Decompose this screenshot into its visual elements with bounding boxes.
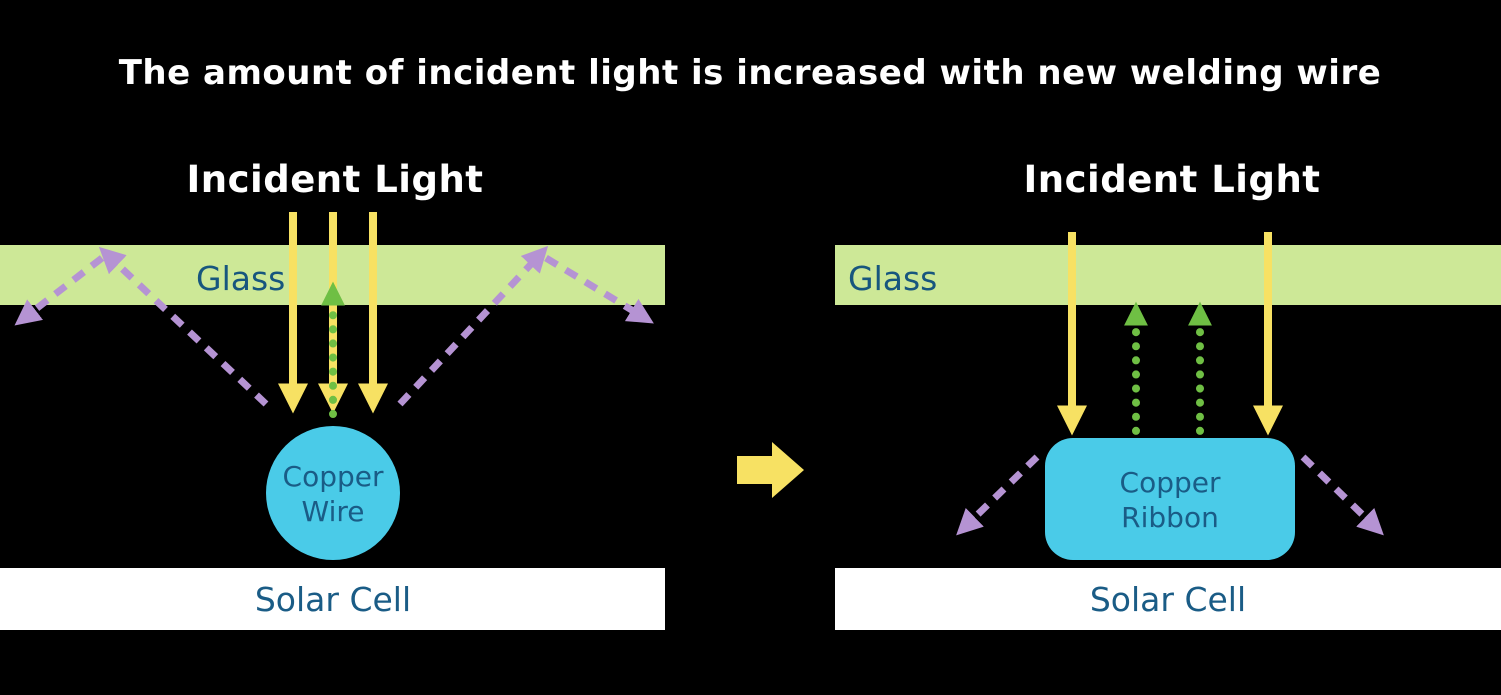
copper-ribbon-shape [1045,438,1295,560]
copper-wire-label-line1: Copper [283,460,384,493]
glass-label-left: Glass [196,259,285,298]
solar-cell-label-left: Solar Cell [255,580,411,619]
glass-label-right: Glass [848,259,937,298]
left-panel: Incident Light Glass Copper Wire Solar C… [0,158,665,630]
reflected-ray-right-up-icon [397,245,549,407]
reflected-ray-right-out-icon [544,255,654,324]
scattered-ray-right-icon [1300,454,1384,536]
glass-bar-right [835,245,1501,305]
copper-wire-label-line2: Wire [302,495,365,528]
incident-light-label-right: Incident Light [1024,158,1321,201]
scattered-ray-left-icon [956,454,1040,536]
incident-light-label-left: Incident Light [187,158,484,201]
copper-ribbon-label-line2: Ribbon [1121,501,1219,534]
copper-ribbon-label-line1: Copper [1120,466,1221,499]
solar-cell-bar-right [835,568,1501,630]
reflected-ray-left-out-icon [14,255,105,326]
solar-cell-label-right: Solar Cell [1090,580,1246,619]
solar-cell-bar-left [0,568,665,630]
page-title: The amount of incident light is increase… [119,53,1382,93]
transition-arrow-icon [737,442,804,498]
reflected-ray-left-up-icon [98,246,269,407]
copper-wire-shape [266,426,400,560]
right-panel: Incident Light Glass Copper Ribbon Solar… [835,158,1501,630]
